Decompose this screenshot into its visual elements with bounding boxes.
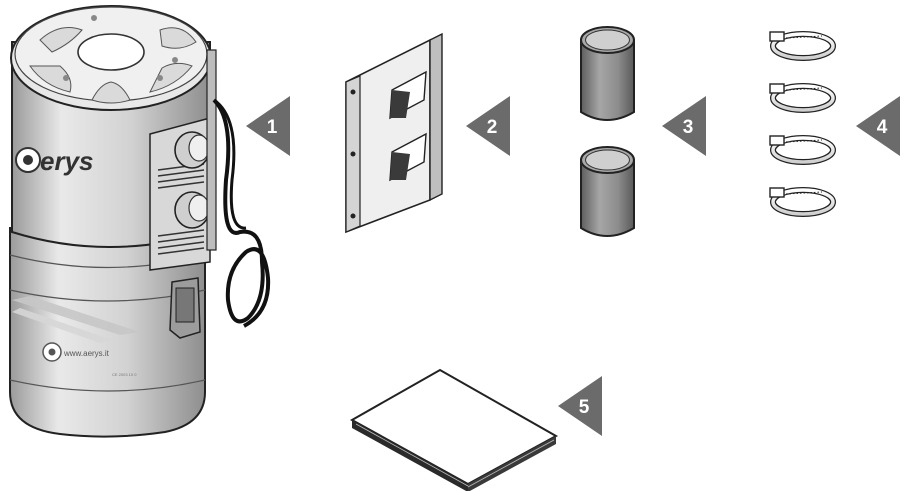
callout-5-number: 5 [579, 397, 590, 418]
callout-2: 2 [466, 96, 510, 156]
brand-logo-text: erys [40, 146, 94, 176]
hose-clamp-1 [769, 31, 836, 61]
central-vacuum-unit: erys www.aerys.it CE 2003 10 0 [9, 5, 271, 438]
label-code: CE 2003 10 0 [112, 372, 137, 377]
hose-clamp-3 [769, 135, 836, 165]
callout-3-number: 3 [683, 117, 694, 138]
callout-4: 4 [856, 96, 900, 156]
callout-3: 3 [662, 96, 706, 156]
brand-website: www.aerys.it [63, 349, 110, 358]
mounting-bracket [345, 32, 443, 234]
pipe-sleeve-upper [580, 26, 635, 121]
hose-clamp-4 [769, 187, 836, 217]
hose-clamp-2 [769, 83, 836, 113]
pipe-sleeves [580, 26, 635, 237]
callout-1-number: 1 [267, 117, 278, 138]
callout-4-number: 4 [877, 117, 888, 138]
callout-2-number: 2 [487, 117, 498, 138]
instruction-manual [349, 368, 559, 491]
callout-1: 1 [246, 96, 290, 156]
callout-5: 5 [558, 376, 602, 436]
hose-clamps [769, 31, 836, 217]
pipe-sleeve-lower [580, 146, 635, 237]
